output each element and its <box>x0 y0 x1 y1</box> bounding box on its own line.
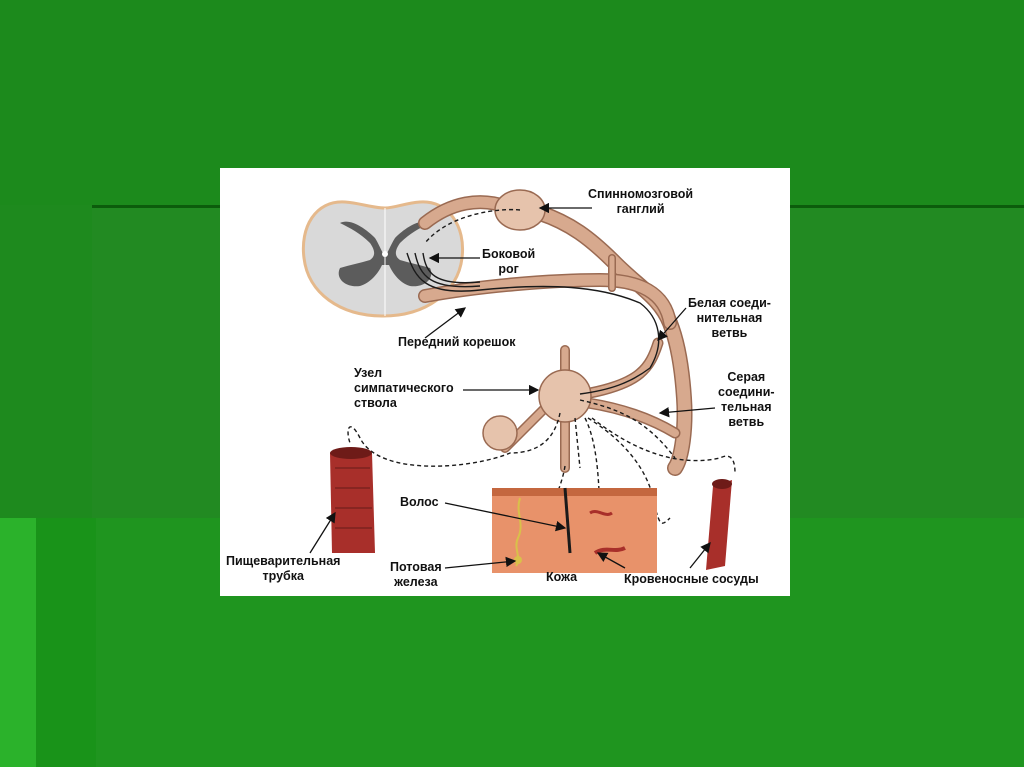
label-spinal-ganglion: Спинномозговой ганглий <box>588 187 694 216</box>
slide-accent-strip <box>0 518 36 767</box>
label-sympathetic-node: Узел симпатического ствола <box>354 366 454 410</box>
ganglia <box>482 189 592 451</box>
spinal-cord-section <box>301 200 465 318</box>
nerve-trunks <box>418 195 693 476</box>
label-gray-ramus: Серая соедини- тельная ветвь <box>718 370 775 429</box>
label-skin: Кожа <box>546 570 578 584</box>
label-anterior-root: Передний корешок <box>398 335 516 349</box>
slide-accent-shadow <box>36 518 96 767</box>
label-hair: Волос <box>400 495 439 509</box>
diagram-panel: Спинномозговой ганглий Боковой рог Белая… <box>220 168 790 596</box>
label-digestive-tube: Пищеварительная трубка <box>226 554 341 583</box>
label-lateral-horn: Боковой рог <box>482 247 536 276</box>
label-white-ramus: Белая соеди- нительная ветвь <box>688 296 771 340</box>
blood-vessel <box>706 479 732 570</box>
digestive-tube <box>330 447 375 553</box>
autonomic-reflex-diagram <box>301 189 736 573</box>
label-sweat-gland: Потовая железа <box>390 560 442 589</box>
skin-block <box>492 487 657 573</box>
label-arrows <box>309 202 716 569</box>
label-blood-vessels: Кровеносные сосуды <box>624 572 759 586</box>
